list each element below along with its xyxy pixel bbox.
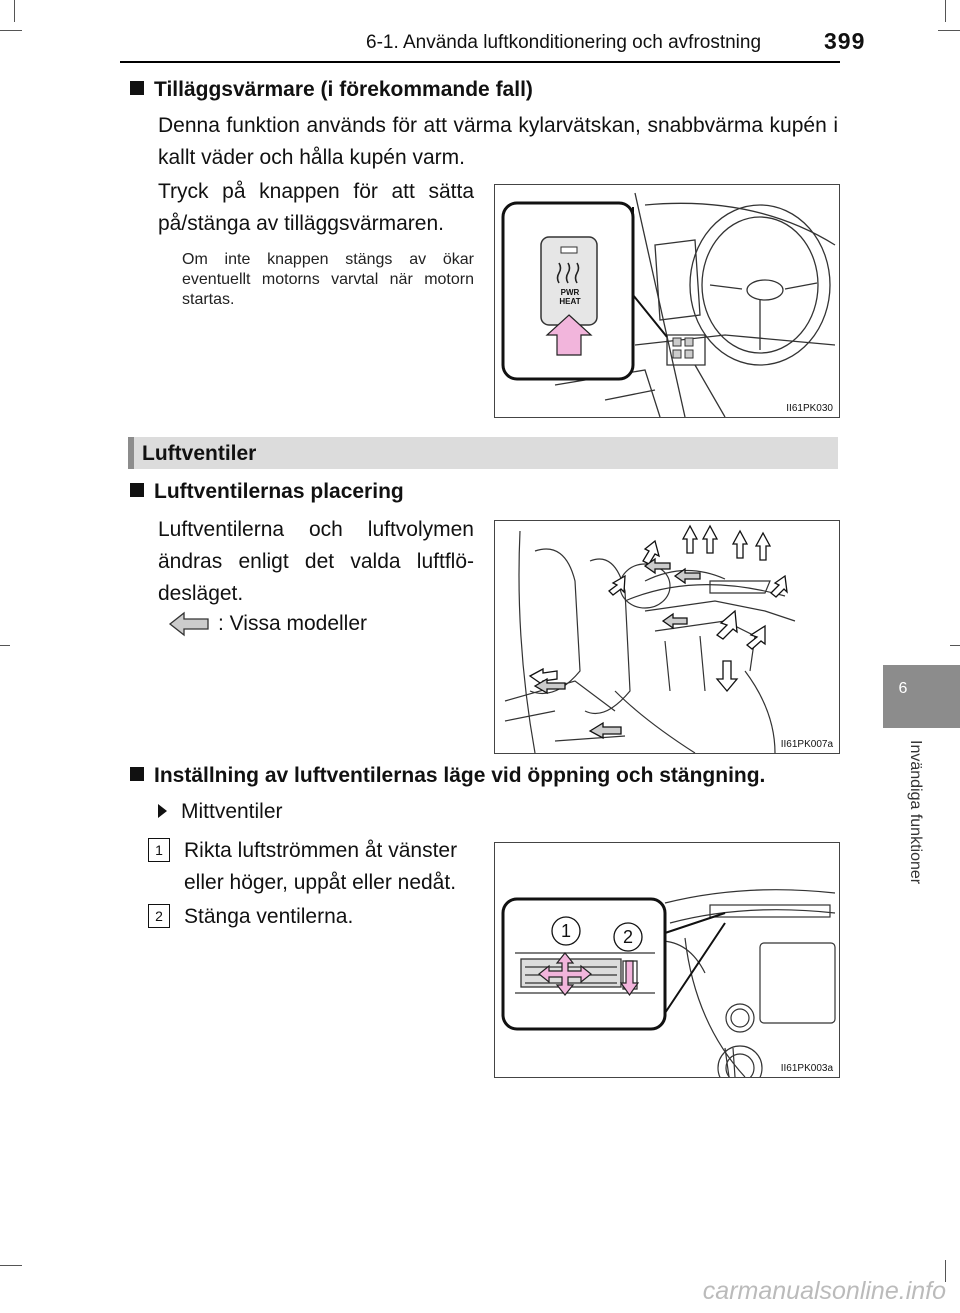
crop-mark xyxy=(945,1260,946,1282)
crop-mark xyxy=(0,645,10,646)
note-paragraph: Om inte knappen stängs av ökar eventuell… xyxy=(182,251,474,308)
figure-id: II61PK003a xyxy=(780,1063,833,1074)
cabin-illustration xyxy=(504,524,796,753)
heading-text: Tilläggsvärmare (i förekommande fall) xyxy=(154,78,533,101)
step-1-text: Rikta luftströmmen åt vänster eller höge… xyxy=(184,839,458,894)
legend-text: : Vissa modeller xyxy=(218,612,368,635)
callout-1: 1 xyxy=(560,921,571,941)
section-bar-title: Luftventiler xyxy=(142,442,257,465)
header-rule xyxy=(120,61,840,63)
step-number-icon: 1 xyxy=(148,838,170,862)
subheading-center-vents: Mittventiler xyxy=(158,800,283,824)
chapter-tab xyxy=(883,665,960,728)
section-bar: Luftventiler xyxy=(128,437,838,469)
figure-center-vents: 1 2 II61PK003a xyxy=(494,842,840,1078)
figure-heater-button: PWR HEAT II61PK030 xyxy=(494,184,840,418)
button-label-pwr: PWR xyxy=(560,288,580,297)
section-heading-auxiliary-heater: Tilläggsvärmare (i förekommande fall) xyxy=(130,78,830,102)
intro-paragraph: Denna funktion används för att värma kyl… xyxy=(158,114,838,169)
vent-paragraph: Luftventilerna och luftvolymen ändras en… xyxy=(158,518,474,605)
bullet-square-icon xyxy=(130,767,144,781)
callout-2: 2 xyxy=(622,927,633,947)
bullet-square-icon xyxy=(130,81,144,95)
step-1: 1 xyxy=(148,838,170,862)
instruction-paragraph: Tryck på knappen för att sätta på/stänga… xyxy=(158,180,474,235)
triangle-bullet-icon xyxy=(158,804,167,818)
crop-mark xyxy=(950,645,960,646)
step-2-text: Stänga ventilerna. xyxy=(184,905,354,928)
chapter-title: 6-1. Använda luftkonditionering och avfr… xyxy=(366,32,762,53)
bullet-square-icon xyxy=(130,483,144,497)
figure-id: II61PK030 xyxy=(786,403,833,414)
crop-mark xyxy=(945,0,946,22)
section-heading-vent-adjustment: Inställning av luftventilernas läge vid … xyxy=(130,764,850,788)
heading-text: Luftventilernas placering xyxy=(154,480,404,503)
crop-mark xyxy=(14,0,15,22)
heading-text: Inställning av luftventilernas läge vid … xyxy=(154,764,766,787)
step-2: 2 xyxy=(148,904,170,928)
legend-arrow-icon xyxy=(168,611,210,642)
crop-mark xyxy=(0,1265,22,1266)
page-number: 399 xyxy=(824,28,866,54)
figure-id: II61PK007a xyxy=(780,739,833,750)
dashboard-illustration xyxy=(501,192,836,417)
section-heading-vent-locations: Luftventilernas placering xyxy=(130,480,730,504)
figure-vent-locations: II61PK007a xyxy=(494,520,840,754)
center-vent-illustration xyxy=(501,889,836,1077)
subheading-text: Mittventiler xyxy=(181,800,283,823)
step-number-icon: 2 xyxy=(148,904,170,928)
crop-mark xyxy=(938,30,960,31)
crop-mark xyxy=(0,30,22,31)
section-bar-mark xyxy=(128,437,134,469)
watermark: carmanualsonline.info xyxy=(702,1277,946,1305)
button-label-heat: HEAT xyxy=(559,297,581,306)
chapter-tab-number: 6 xyxy=(898,680,908,697)
chapter-tab-label: Invändiga funktioner xyxy=(907,740,924,885)
